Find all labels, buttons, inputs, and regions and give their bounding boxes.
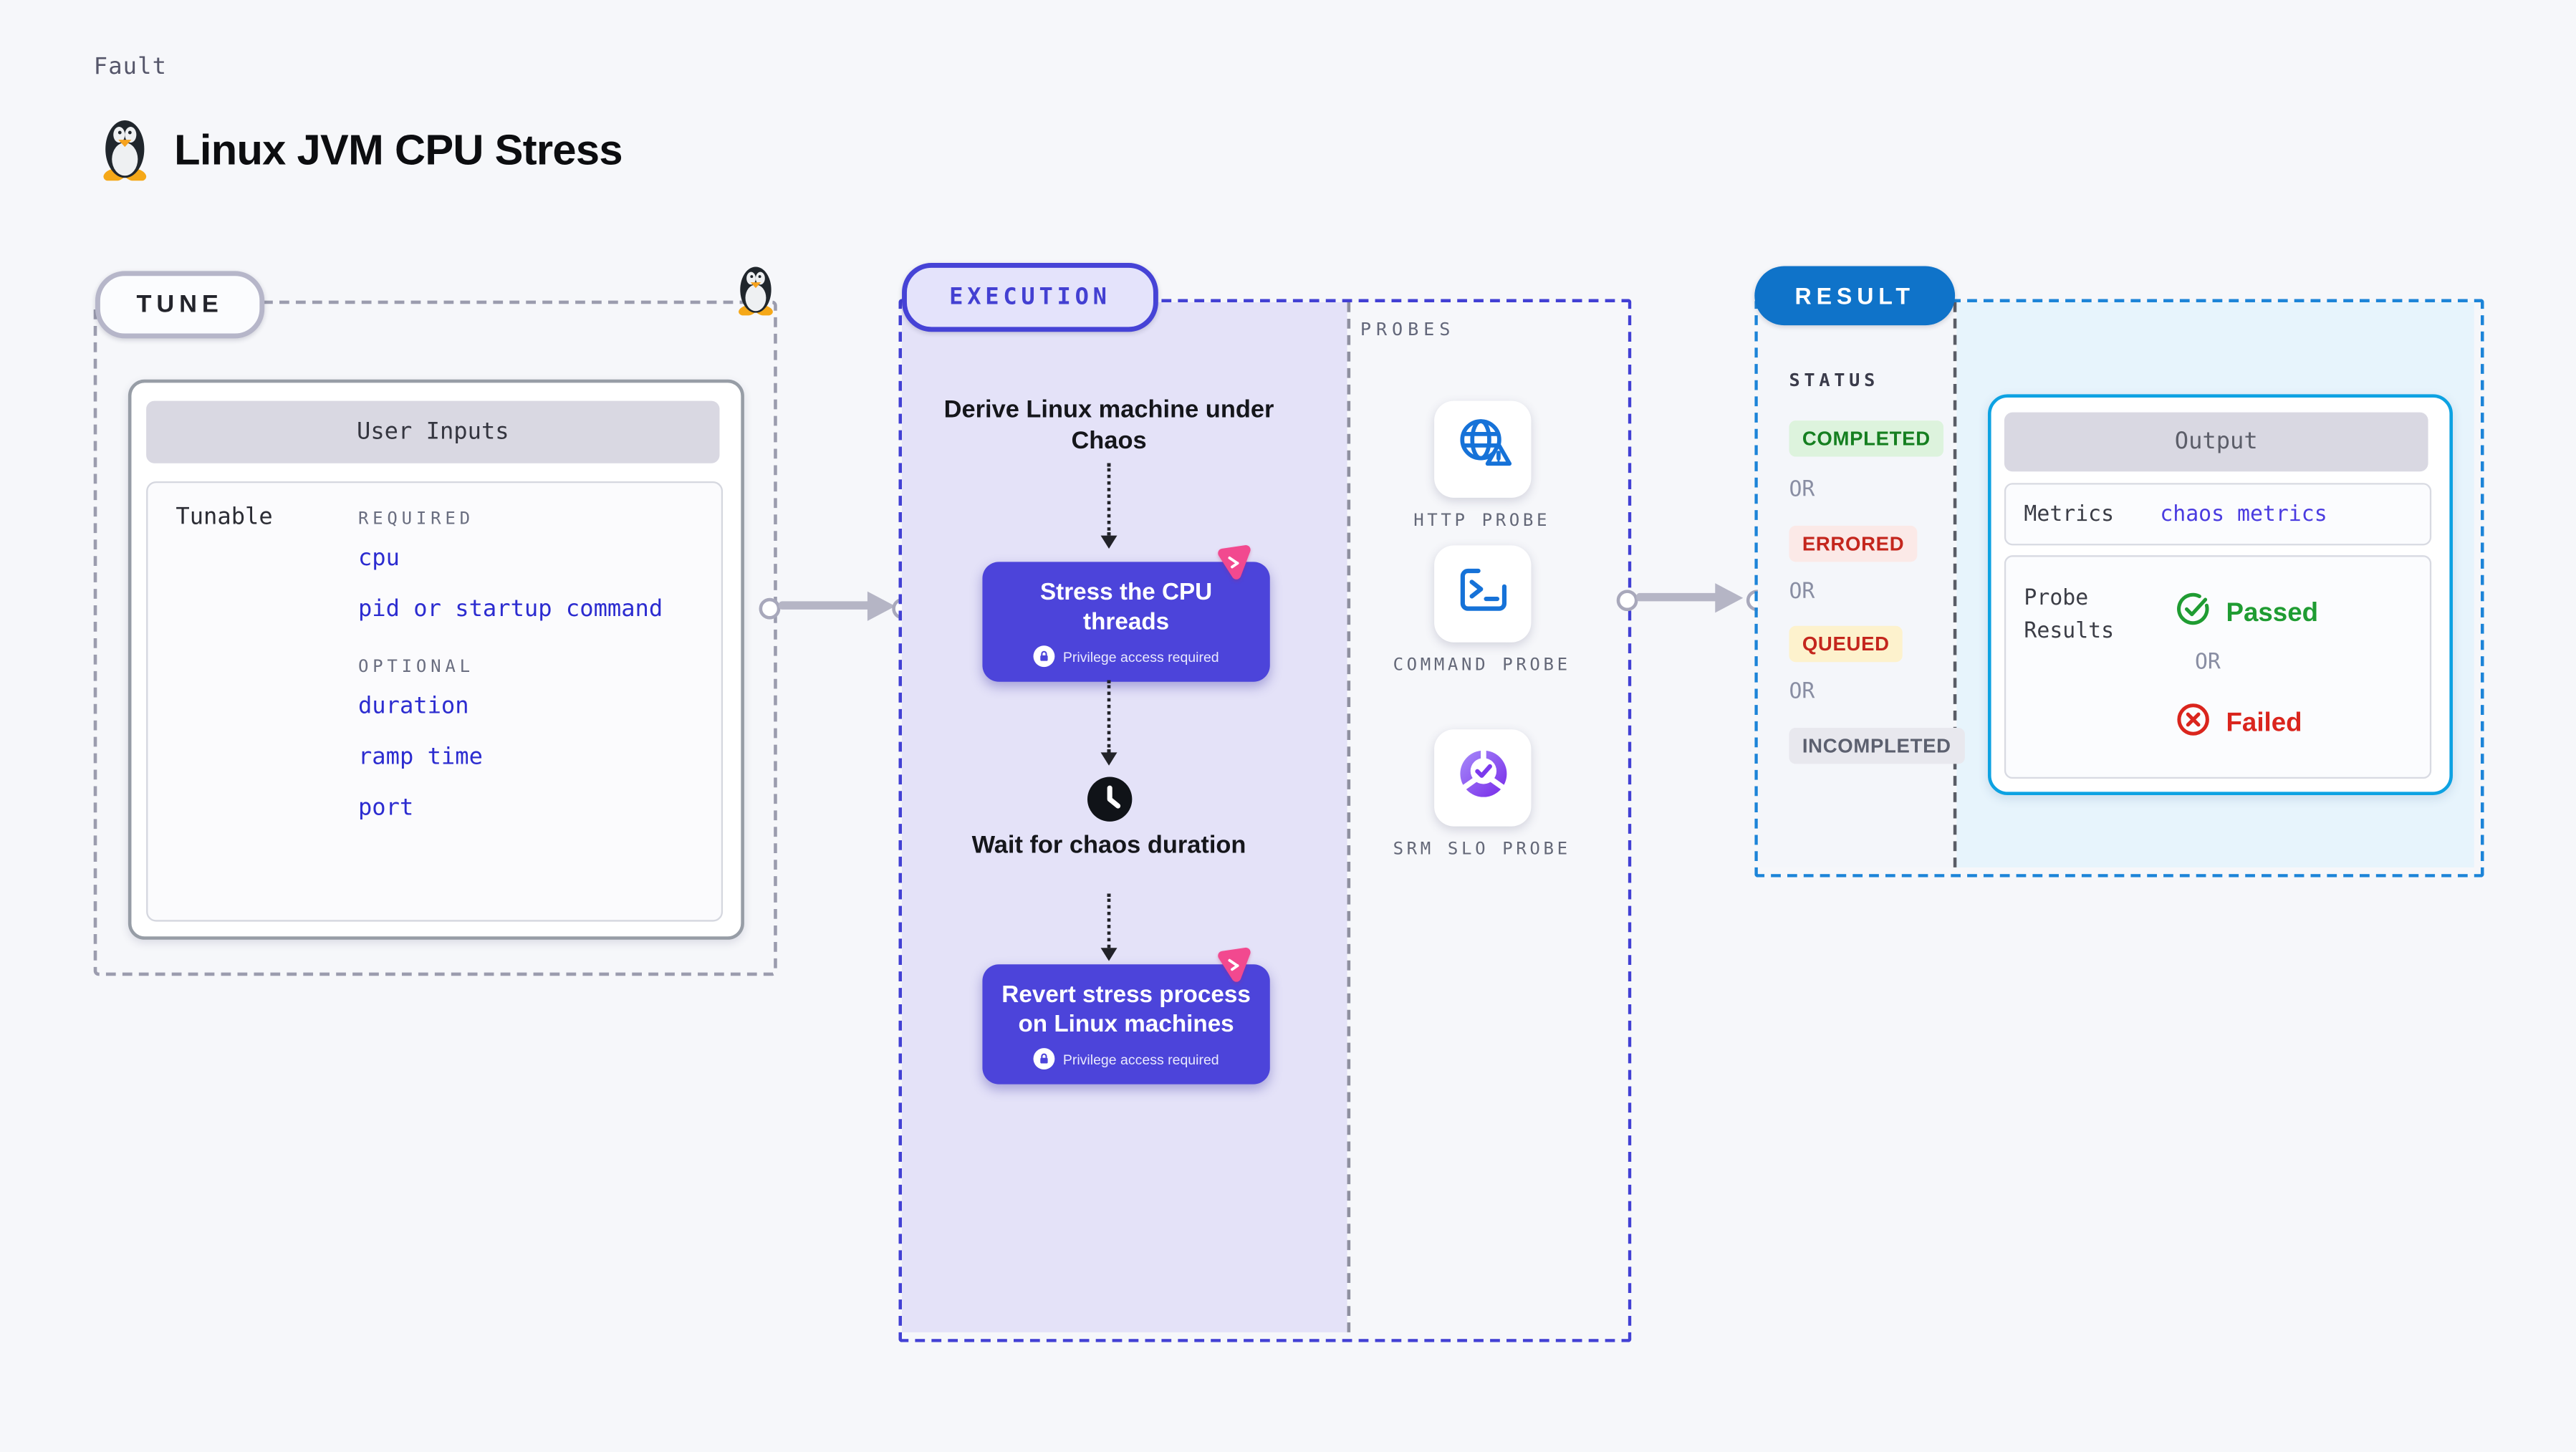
flow-connector (1107, 893, 1111, 948)
probe-results-label: Probe Results (2024, 586, 2115, 645)
slo-gauge-icon (1450, 741, 1516, 814)
param-port: port (357, 794, 414, 822)
param-ramp-time: ramp time (357, 744, 483, 771)
tune-section (93, 300, 777, 976)
param-duration: duration (357, 693, 469, 720)
probes-divider (1347, 302, 1351, 1332)
stress-cpu-step: Stress the CPU threads Privilege access … (982, 562, 1270, 682)
param-cpu: cpu (357, 545, 400, 572)
probes-heading: PROBES (1360, 318, 1456, 340)
metrics-value: chaos metrics (2160, 501, 2327, 527)
output-title: Output (2004, 412, 2428, 472)
execution-section (898, 299, 1632, 1342)
srm-slo-probe-card (1434, 729, 1532, 827)
result-badge: RESULT (1754, 266, 1956, 326)
http-probe-card (1434, 400, 1532, 498)
status-queued-badge: QUEUED (1789, 625, 1903, 663)
passed-label: Passed (2226, 598, 2319, 627)
flow-connector (1107, 680, 1111, 753)
status-completed-badge: COMPLETED (1789, 420, 1944, 457)
title-row: Linux JVM CPU Stress (95, 112, 623, 189)
arrow-head-icon (1715, 583, 1744, 613)
tunable-panel: Tunable REQUIRED cpu pid or startup comm… (146, 481, 724, 922)
tux-penguin-icon (95, 112, 155, 189)
arrow-head-icon (1100, 535, 1118, 549)
or-label: OR (1789, 478, 1815, 503)
wait-step-label: Wait for chaos duration (971, 831, 1246, 860)
required-heading: REQUIRED (357, 509, 474, 529)
srm-slo-probe-label: SRM SLO PROBE (1393, 839, 1571, 860)
privilege-note-text: Privilege access required (1062, 1050, 1219, 1067)
arrow-head-icon (1100, 752, 1118, 766)
command-probe-label: COMMAND PROBE (1393, 655, 1571, 675)
privilege-note-text: Privilege access required (1062, 648, 1219, 665)
probe-results-row: Probe Results Passed OR (2004, 555, 2432, 779)
status-divider (1953, 302, 1957, 867)
privilege-note: Privilege access required (996, 645, 1257, 668)
arrow-head-icon (1100, 948, 1118, 961)
http-probe-label: HTTP PROBE (1413, 511, 1551, 531)
fault-eyebrow: Fault (93, 54, 168, 81)
metrics-label: Metrics (2024, 501, 2115, 527)
privilege-note: Privilege access required (996, 1048, 1257, 1069)
failed-label: Failed (2226, 708, 2302, 737)
arrow-execution-to-result (1636, 592, 1719, 602)
user-inputs-card: User Inputs Tunable REQUIRED cpu pid or … (128, 379, 744, 940)
revert-step-label: Revert stress process on Linux machines (1001, 982, 1251, 1039)
failed-result: Failed (2175, 701, 2302, 746)
or-label: OR (1789, 580, 1815, 605)
stress-step-label: Stress the CPU threads (1039, 580, 1213, 636)
chaos-pinwheel-icon (1213, 542, 1254, 592)
connector-dot (1616, 590, 1638, 612)
lock-icon (1033, 645, 1055, 668)
revert-stress-step: Revert stress process on Linux machines … (982, 964, 1270, 1085)
execution-badge: EXECUTION (902, 262, 1158, 332)
status-heading: STATUS (1789, 370, 1880, 391)
chaos-pinwheel-icon (1213, 945, 1254, 994)
tux-penguin-icon (733, 259, 779, 323)
tune-badge: TUNE (95, 271, 265, 339)
lock-icon (1033, 1048, 1055, 1069)
arrow-tune-to-execution (779, 601, 871, 610)
metrics-row: Metrics chaos metrics (2004, 483, 2432, 546)
command-probe-card (1434, 545, 1532, 643)
status-incompleted-badge: INCOMPLETED (1789, 727, 1965, 764)
execution-panel (902, 302, 1347, 1332)
user-inputs-title: User Inputs (146, 400, 720, 463)
or-label: OR (1789, 680, 1815, 705)
status-errored-badge: ERRORED (1789, 525, 1918, 562)
terminal-icon (1451, 559, 1514, 630)
param-pid-or-startup-command: pid or startup command (357, 596, 663, 623)
x-circle-icon (2175, 701, 2211, 746)
parameter-list: REQUIRED cpu pid or startup command OPTI… (358, 499, 663, 846)
flow-connector (1107, 463, 1111, 536)
connector-dot (759, 597, 781, 620)
check-circle-icon (2175, 592, 2211, 636)
page-title: Linux JVM CPU Stress (174, 125, 623, 175)
clock-icon (1086, 775, 1134, 831)
optional-heading: OPTIONAL (357, 657, 474, 677)
output-card: Output Metrics chaos metrics Probe Resul… (1987, 394, 2454, 795)
globe-alert-icon (1450, 413, 1516, 486)
arrow-head-icon (867, 591, 895, 621)
status-column (1757, 302, 1953, 867)
passed-result: Passed (2175, 592, 2318, 636)
tunable-label: Tunable (176, 504, 273, 531)
derive-step-label: Derive Linux machine under Chaos (943, 395, 1274, 456)
or-label: OR (2194, 650, 2221, 675)
